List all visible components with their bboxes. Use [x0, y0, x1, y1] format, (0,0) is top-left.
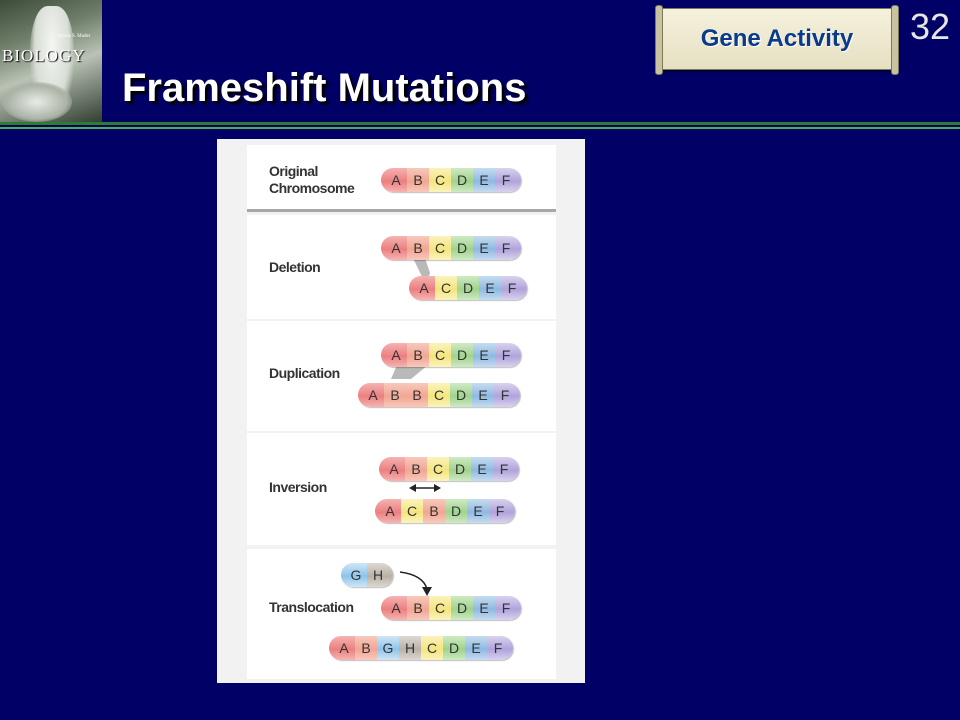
- gene-segment: D: [443, 636, 465, 660]
- gene-segment: D: [457, 276, 479, 300]
- gene-segment: B: [355, 636, 377, 660]
- gene-segment: F: [487, 636, 513, 660]
- gene-segment: C: [427, 457, 449, 481]
- gene-segment: F: [495, 168, 521, 192]
- header-rule-secondary: [0, 127, 960, 129]
- duplication-indicator: [391, 365, 428, 379]
- chicks-image: [2, 82, 72, 122]
- gene-segment: F: [493, 457, 519, 481]
- gene-segment: C: [401, 499, 423, 523]
- book-cover-image: Sylvia S. Mader BIOLOGY: [0, 0, 102, 124]
- gene-segment: C: [429, 168, 451, 192]
- gene-segment: C: [429, 343, 451, 367]
- topic-badge-label: Gene Activity: [700, 25, 854, 52]
- gene-segment: B: [384, 383, 406, 407]
- panel-label-duplication: Duplication: [269, 365, 340, 381]
- gene-segment: A: [409, 276, 435, 300]
- scroll-rod-right: [891, 5, 899, 75]
- gene-segment: B: [406, 383, 428, 407]
- book-title: BIOLOGY: [2, 46, 86, 65]
- gene-segment: D: [451, 168, 473, 192]
- gene-segment: B: [423, 499, 445, 523]
- header-rule: [0, 122, 960, 125]
- translocation-arrowhead: [422, 587, 432, 596]
- gene-segment: E: [472, 383, 494, 407]
- inversion-arrowhead-left: [409, 484, 416, 492]
- panel-label-deletion: Deletion: [269, 259, 321, 275]
- gene-segment: F: [489, 499, 515, 523]
- panel-label-original: Original Chromosome: [269, 163, 355, 197]
- gene-segment: A: [381, 343, 407, 367]
- gene-segment: G: [377, 636, 399, 660]
- gene-segment: E: [467, 499, 489, 523]
- gene-segment: C: [421, 636, 443, 660]
- gene-segment: E: [479, 276, 501, 300]
- gene-segment: F: [495, 236, 521, 260]
- scroll-rod-left: [655, 5, 663, 75]
- gene-segment: D: [445, 499, 467, 523]
- gene-segment: A: [381, 168, 407, 192]
- gene-segment: E: [473, 236, 495, 260]
- gene-segment: H: [367, 563, 393, 587]
- panel-label-translocation: Translocation: [269, 599, 354, 615]
- gene-segment: B: [407, 236, 429, 260]
- gene-segment: B: [407, 343, 429, 367]
- gene-segment: D: [449, 457, 471, 481]
- gene-segment: C: [429, 596, 451, 620]
- slide-number: 32: [909, 6, 951, 47]
- gene-segment: B: [407, 596, 429, 620]
- gene-segment: F: [494, 383, 520, 407]
- gene-segment: E: [473, 343, 495, 367]
- translocation-arrow: [399, 571, 428, 590]
- gene-segment: E: [473, 168, 495, 192]
- gene-segment: A: [381, 236, 407, 260]
- gene-segment: F: [495, 596, 521, 620]
- gene-segment: A: [379, 457, 405, 481]
- panel-separator: [247, 209, 556, 212]
- gene-segment: C: [429, 236, 451, 260]
- gene-segment: D: [451, 596, 473, 620]
- gene-segment: B: [407, 168, 429, 192]
- gene-segment: D: [451, 343, 473, 367]
- panel-label-line: Original: [269, 163, 318, 179]
- gene-segment: B: [405, 457, 427, 481]
- chromosome-mutation-figure: Original Chromosome Deletion Duplication…: [217, 139, 585, 683]
- panel-deletion: Deletion: [247, 215, 556, 319]
- gene-segment: E: [465, 636, 487, 660]
- gene-segment: F: [495, 343, 521, 367]
- topic-badge: Gene Activity: [655, 5, 899, 75]
- gene-segment: H: [399, 636, 421, 660]
- inversion-arrowhead-right: [434, 484, 441, 492]
- book-author: Sylvia S. Mader: [58, 34, 91, 39]
- gene-segment: G: [341, 563, 367, 587]
- panel-inversion: Inversion: [247, 433, 556, 545]
- gene-segment: C: [435, 276, 457, 300]
- gene-segment: F: [501, 276, 527, 300]
- gene-segment: A: [375, 499, 401, 523]
- gene-segment: E: [471, 457, 493, 481]
- gene-segment: D: [451, 236, 473, 260]
- slide-title: Frameshift Mutations: [122, 66, 527, 110]
- gene-segment: A: [381, 596, 407, 620]
- gene-segment: C: [428, 383, 450, 407]
- panel-label-inversion: Inversion: [269, 479, 327, 495]
- gene-segment: A: [329, 636, 355, 660]
- gene-segment: D: [450, 383, 472, 407]
- panel-label-line: Chromosome: [269, 180, 355, 196]
- gene-segment: E: [473, 596, 495, 620]
- gene-segment: A: [358, 383, 384, 407]
